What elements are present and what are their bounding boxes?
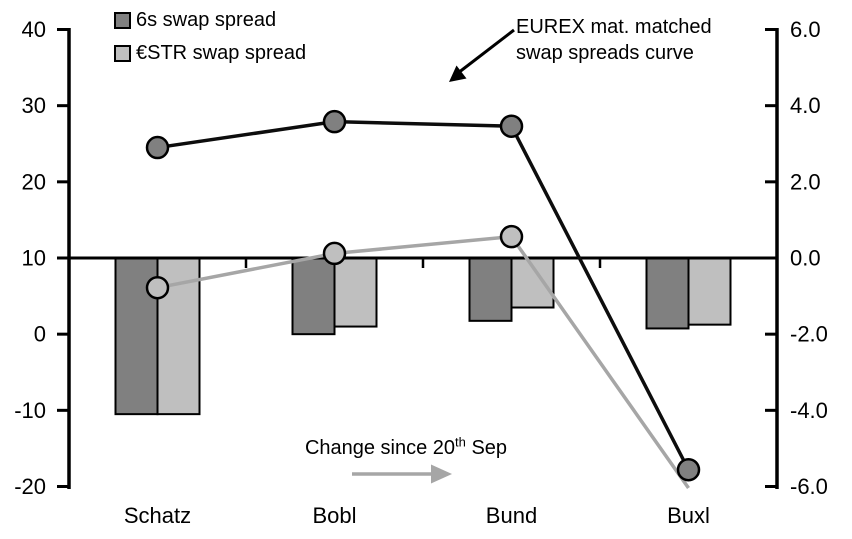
- marker-estr-schatz: [145, 275, 170, 300]
- curve-annotation-line1: EUREX mat. matched: [516, 16, 712, 38]
- right-axis-tick-label: -4.0: [790, 398, 828, 423]
- marker-6s-bobl: [322, 109, 347, 134]
- bars-group: [114, 257, 732, 416]
- legend-item-estr-swap-spread: €STR swap spread: [114, 41, 306, 65]
- left-axis-tick-label: 30: [22, 93, 46, 118]
- marker-6s-bund: [499, 114, 524, 138]
- curve-annotation-line2: swap spreads curve: [516, 42, 694, 64]
- right-axis-tick-label: 0.0: [790, 246, 821, 271]
- left-axis-tick-label: 40: [22, 17, 46, 42]
- legend: 6s swap spread €STR swap spread: [114, 8, 306, 65]
- left-axis-tick-label: -10: [14, 398, 46, 423]
- legend-item-6s-swap-spread: 6s swap spread: [114, 8, 306, 32]
- right-axis-tick-label: 2.0: [790, 169, 821, 194]
- legend-label-estr: €STR swap spread: [136, 42, 307, 64]
- bar-estr-buxl: [687, 257, 732, 326]
- left-axis-tick-label: 0: [34, 322, 46, 347]
- category-label-bobl: Bobl: [312, 503, 356, 528]
- change-annotation: Change since 20th Sep: [276, 434, 536, 460]
- line-6s-curve: [157, 119, 691, 471]
- legend-swatch-6s-icon: [114, 11, 131, 29]
- left-axis-tick-label: 10: [22, 246, 46, 271]
- bar-6s-buxl: [645, 257, 690, 330]
- legend-label-6s: 6s swap spread: [136, 9, 277, 31]
- change-annotation-prefix: Change since 20: [304, 437, 456, 459]
- marker-estr-bobl: [322, 241, 347, 266]
- line-estr-curve: [157, 234, 690, 490]
- change-annotation-suffix: Sep: [465, 437, 508, 459]
- category-label-bund: Bund: [486, 503, 537, 528]
- category-label-buxl: Buxl: [667, 503, 710, 528]
- change-annotation-sup: th: [455, 434, 466, 450]
- right-axis-tick-label: -6.0: [790, 474, 828, 499]
- category-label-schatz: Schatz: [124, 503, 191, 528]
- curve-annotation: EUREX mat. matched swap spreads curve: [516, 14, 712, 66]
- marker-6s-buxl: [676, 457, 701, 482]
- right-axis-tick-label: 4.0: [790, 93, 821, 118]
- curve-annotation-arrow-line: [457, 28, 515, 75]
- bar-6s-bobl: [291, 257, 336, 336]
- legend-swatch-estr-icon: [114, 44, 131, 62]
- left-axis-tick-label: -20: [14, 474, 46, 499]
- marker-6s-schatz: [145, 135, 170, 160]
- bar-6s-bund: [468, 257, 513, 322]
- marker-estr-bund: [499, 224, 524, 249]
- left-axis-tick-label: 20: [22, 169, 46, 194]
- bar-estr-bobl: [333, 257, 378, 328]
- right-axis-tick-label: -2.0: [790, 322, 828, 347]
- change-annotation-arrow-icon: [431, 464, 452, 484]
- curve-annotation-arrow-icon: [449, 65, 467, 82]
- right-axis-tick-label: 6.0: [790, 17, 821, 42]
